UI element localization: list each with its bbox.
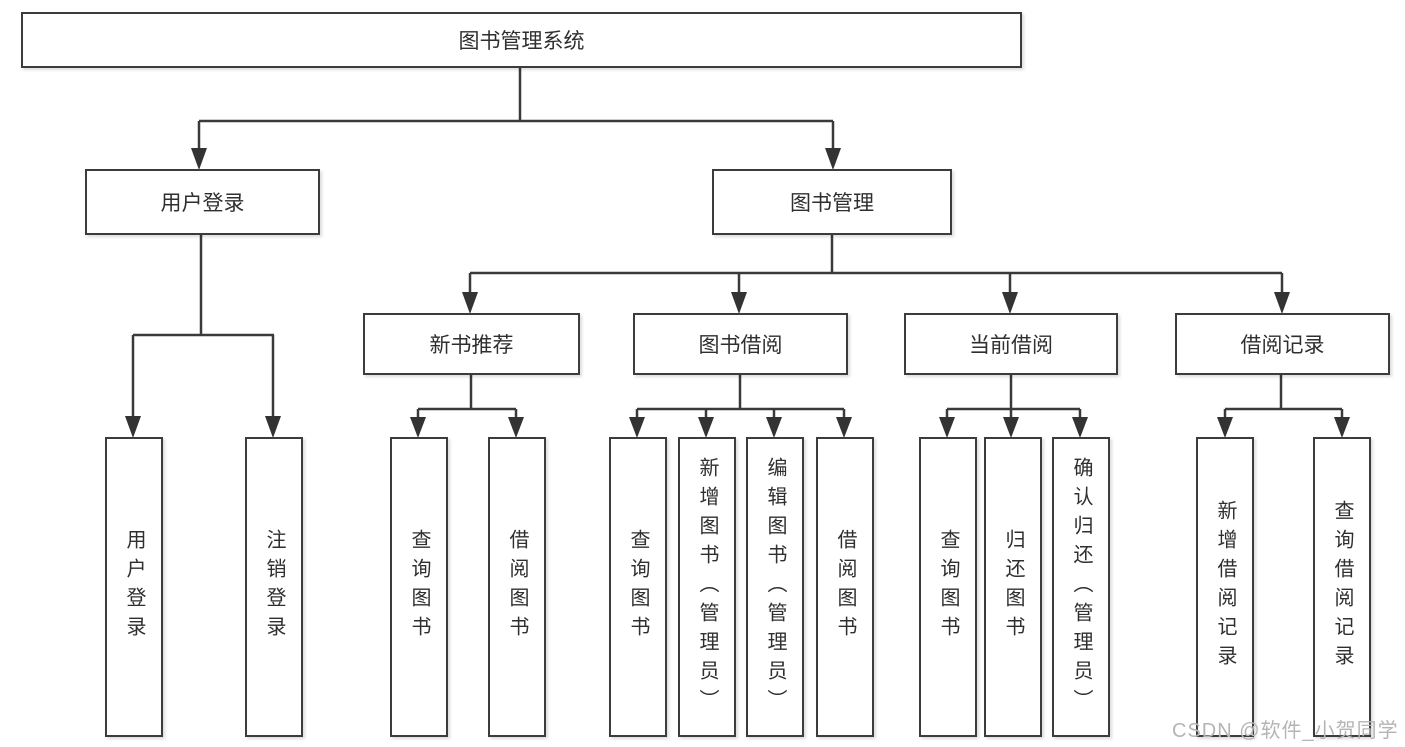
leaf-borrowing-query-books: 查询图书 (609, 437, 667, 737)
connector-borrow-record-to-leaves (1223, 375, 1344, 419)
arrowhead (629, 417, 645, 438)
arrowhead (731, 292, 747, 314)
node-borrowing-records: 借阅记录 (1175, 313, 1390, 375)
node-new-book-recommend: 新书推荐 (363, 313, 580, 375)
arrowhead (836, 417, 852, 438)
leaf-current-query-books-label: 查询图书 (937, 529, 959, 645)
leaf-confirm-return-admin-label: 确认归还（管理员） (1070, 456, 1092, 718)
leaf-add-books-admin: 新增图书（管理员） (678, 437, 736, 737)
connector-book-mgmt-to-level3 (468, 235, 1284, 294)
connector-book-borrow-to-leaves (635, 375, 846, 419)
leaf-add-books-admin-label: 新增图书（管理员） (696, 456, 718, 718)
csdn-watermark: CSDN @软件_小贺同学 (1172, 720, 1399, 742)
leaf-logout-label: 注销登录 (263, 529, 285, 645)
node-root: 图书管理系统 (21, 12, 1022, 68)
leaf-current-query-books: 查询图书 (919, 437, 977, 737)
arrowhead (766, 417, 782, 438)
arrowhead (462, 292, 478, 314)
arrowhead (825, 148, 841, 170)
leaf-user-login-label: 用户登录 (123, 529, 145, 645)
arrowhead (265, 416, 281, 438)
arrowhead (410, 417, 426, 438)
leaf-borrowing-query-books-label: 查询图书 (627, 529, 649, 645)
leaf-query-borrow-record: 查询借阅记录 (1313, 437, 1371, 737)
leaf-add-borrow-record: 新增借阅记录 (1196, 437, 1254, 737)
arrowhead (1217, 417, 1233, 438)
node-new-book-recommend-label: 新书推荐 (429, 334, 514, 357)
arrowhead (1002, 292, 1018, 314)
leaf-recommend-query-books-label: 查询图书 (408, 529, 430, 645)
arrowhead (508, 417, 524, 438)
node-book-management-label: 图书管理 (790, 192, 874, 215)
leaf-add-borrow-record-label: 新增借阅记录 (1214, 500, 1236, 674)
node-borrowing-records-label: 借阅记录 (1240, 334, 1325, 357)
node-root-label: 图书管理系统 (458, 30, 585, 53)
arrowhead (1334, 417, 1350, 438)
leaf-return-books-label: 归还图书 (1002, 529, 1024, 645)
node-current-borrowing: 当前借阅 (904, 313, 1118, 375)
connector-root-to-level2 (197, 68, 835, 150)
node-book-borrowing-label: 图书借阅 (698, 334, 783, 357)
leaf-query-borrow-record-label: 查询借阅记录 (1331, 500, 1353, 674)
leaf-recommend-query-books: 查询图书 (390, 437, 448, 737)
leaf-logout: 注销登录 (245, 437, 303, 737)
leaf-recommend-borrow-books-label: 借阅图书 (506, 529, 528, 645)
node-user-login: 用户登录 (85, 169, 320, 235)
leaf-return-books: 归还图书 (984, 437, 1042, 737)
arrowhead (698, 417, 714, 438)
arrowhead (939, 417, 955, 438)
leaf-borrowing-borrow-books-label: 借阅图书 (834, 529, 856, 645)
leaf-user-login: 用户登录 (105, 437, 163, 737)
arrowhead (191, 148, 207, 170)
node-current-borrowing-label: 当前借阅 (969, 334, 1053, 357)
node-book-borrowing: 图书借阅 (633, 313, 848, 375)
connector-current-borrow-to-leaves (945, 375, 1082, 419)
node-user-login-label: 用户登录 (160, 192, 245, 215)
connector-new-book-to-leaves (416, 375, 518, 419)
leaf-confirm-return-admin: 确认归还（管理员） (1052, 437, 1110, 737)
arrowhead (1274, 292, 1290, 314)
arrowhead (1003, 417, 1019, 438)
leaf-borrowing-borrow-books: 借阅图书 (816, 437, 874, 737)
connector-user-login-to-leaves (131, 235, 275, 418)
leaf-recommend-borrow-books: 借阅图书 (488, 437, 546, 737)
leaf-edit-books-admin: 编辑图书（管理员） (746, 437, 804, 737)
arrowhead (1072, 417, 1088, 438)
leaf-edit-books-admin-label: 编辑图书（管理员） (764, 456, 786, 718)
node-book-management: 图书管理 (712, 169, 952, 235)
arrowhead (125, 416, 141, 438)
